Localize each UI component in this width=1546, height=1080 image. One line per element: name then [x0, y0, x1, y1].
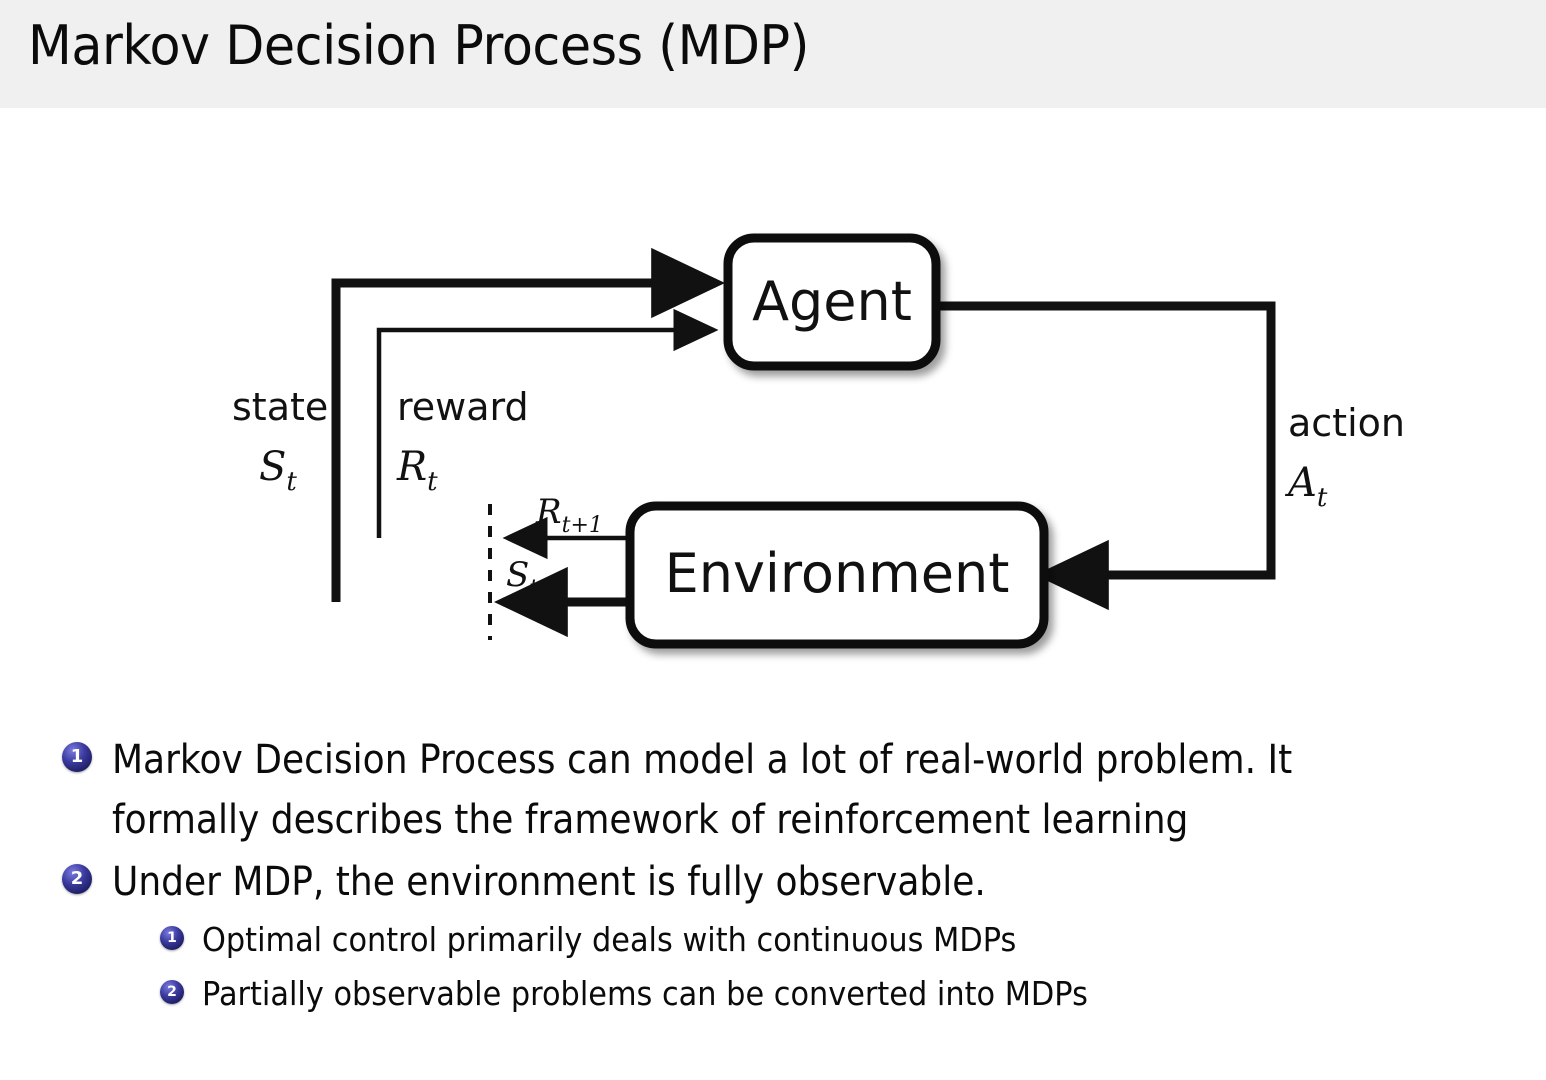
sub-bullet-text-1: Optimal control primarily deals with con…	[202, 920, 1017, 959]
agent-node-label: Agent	[752, 270, 912, 333]
bullet-badge-1: 1	[62, 742, 92, 772]
action-label-word: action	[1288, 401, 1405, 445]
state-edge	[331, 247, 726, 602]
reward-label-group: reward Rt	[396, 385, 529, 497]
agent-node[interactable]: Agent	[723, 233, 941, 371]
bullet-text-2: Under MDP, the environment is fully obse…	[112, 852, 1309, 912]
reward-label-symbol: Rt	[396, 444, 438, 497]
state-label-symbol: St	[259, 444, 297, 497]
next-state-label: St+1	[506, 555, 571, 601]
environment-node-label: Environment	[665, 542, 1010, 605]
mdp-agent-environment-diagram: Agent Environment state St reward Rt act…	[0, 108, 1546, 700]
next-reward-label: Rt+1	[535, 492, 603, 538]
state-label-word: state	[232, 385, 328, 429]
reward-label-word: reward	[397, 385, 529, 429]
list-item[interactable]: 2 Under MDP, the environment is fully ob…	[0, 852, 1546, 912]
list-item[interactable]: 2 Partially observable problems can be c…	[0, 968, 1546, 1020]
list-item[interactable]: 1 Optimal control primarily deals with c…	[0, 914, 1546, 966]
state-label-group: state St	[232, 385, 328, 497]
action-label-symbol: At	[1284, 460, 1328, 513]
environment-node[interactable]: Environment	[625, 501, 1049, 649]
page-title: Markov Decision Process (MDP)	[28, 14, 809, 77]
bullet-line: Markov Decision Process can model a lot …	[112, 737, 1293, 783]
action-edge	[936, 301, 1276, 611]
bullet-line: Under MDP, the environment is fully obse…	[112, 859, 986, 905]
bullet-badge-2: 2	[62, 864, 92, 894]
sub-bullet-badge-2: 2	[160, 980, 184, 1004]
bullet-list: 1 Markov Decision Process can model a lo…	[0, 730, 1546, 1022]
sub-bullet-badge-1: 1	[160, 926, 184, 950]
bullet-line: formally describes the framework of rein…	[112, 797, 1189, 843]
action-label-group: action At	[1284, 401, 1405, 513]
slide-title-bar: Markov Decision Process (MDP)	[0, 0, 1546, 108]
sub-bullet-text-2: Partially observable problems can be con…	[202, 974, 1088, 1013]
bullet-text-1: Markov Decision Process can model a lot …	[112, 730, 1309, 850]
reward-edge	[376, 308, 719, 538]
list-item[interactable]: 1 Markov Decision Process can model a lo…	[0, 730, 1546, 850]
